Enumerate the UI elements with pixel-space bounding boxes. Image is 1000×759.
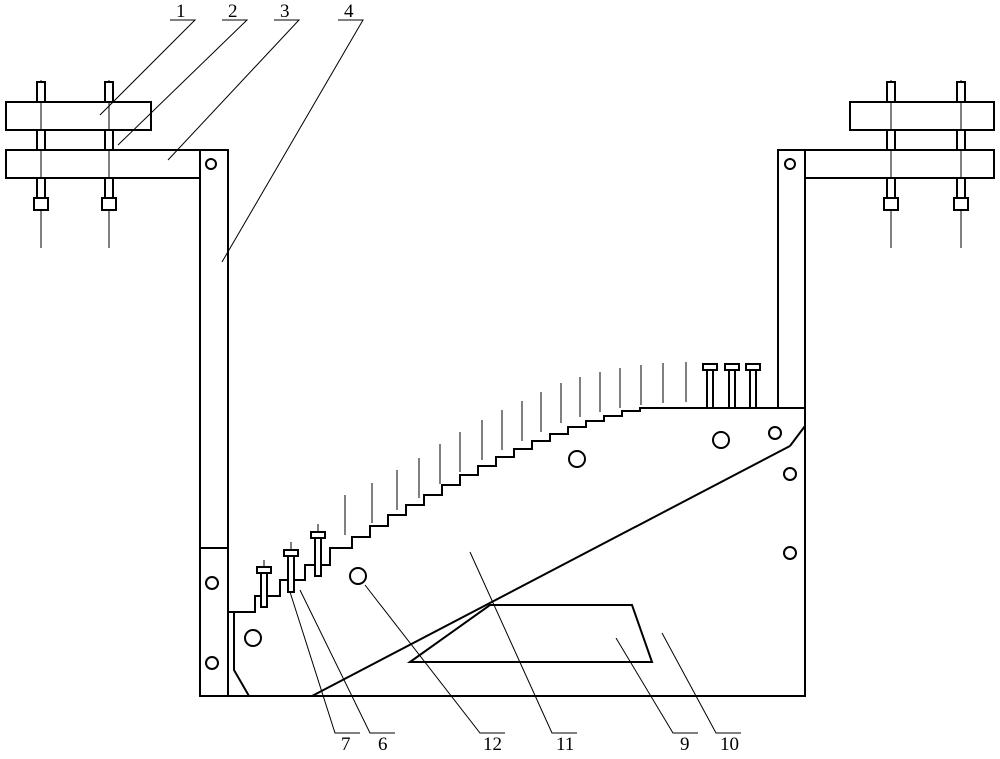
screw	[725, 364, 739, 408]
screw	[311, 524, 325, 576]
right-clamp-plate-upper	[850, 102, 994, 130]
hole	[784, 468, 796, 480]
callout-label: 4	[344, 1, 354, 22]
body-left-edge	[234, 612, 249, 696]
callout-label: 3	[280, 1, 290, 22]
screws	[257, 364, 760, 607]
callout-label: 6	[378, 734, 388, 755]
diagonal-edge	[312, 446, 790, 696]
left-clamp-plate-lower	[6, 150, 228, 178]
screw	[284, 542, 298, 592]
left-clamp-assembly	[6, 80, 228, 248]
hole	[784, 547, 796, 559]
right-clamp-plate-lower	[778, 150, 994, 178]
left-upright	[200, 150, 228, 548]
right-clamp-assembly	[778, 80, 994, 248]
leader-lines	[100, 20, 741, 733]
body-right-chamfer	[790, 408, 805, 446]
callout-label: 9	[680, 734, 690, 755]
hole	[569, 451, 585, 467]
step-profile	[228, 408, 805, 612]
left-clamp-plate-upper	[6, 102, 151, 130]
hole	[713, 432, 729, 448]
hole	[245, 630, 261, 646]
callout-label: 10	[720, 734, 739, 755]
screw	[746, 364, 760, 408]
left-lower-block	[200, 548, 228, 696]
callout-label: 1	[176, 1, 186, 22]
callout-label: 7	[341, 734, 351, 755]
wedge-slot	[410, 605, 652, 662]
screw	[703, 364, 717, 408]
hole	[350, 568, 366, 584]
callout-label: 11	[556, 734, 574, 755]
screw	[257, 560, 271, 607]
callout-label: 12	[483, 734, 502, 755]
callout-label: 2	[228, 1, 238, 22]
hole	[769, 427, 781, 439]
right-upright	[778, 150, 805, 408]
